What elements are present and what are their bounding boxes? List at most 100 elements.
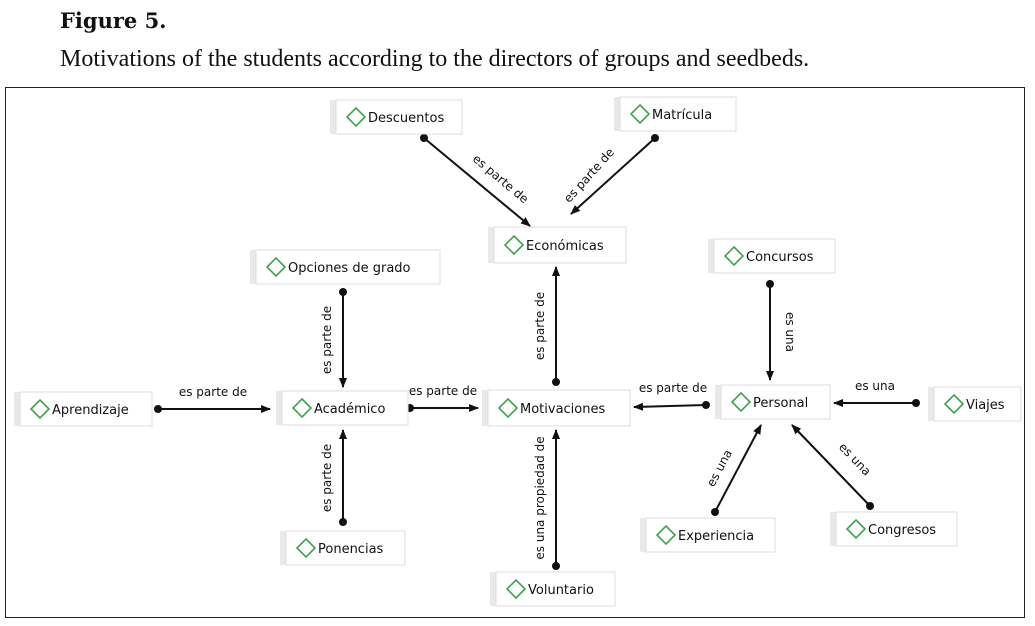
diamond-icon — [730, 391, 752, 413]
edge-start-dot — [912, 399, 920, 407]
edge-arrow — [714, 424, 762, 513]
edge-opciones-to-academico: es parte de — [320, 288, 347, 388]
edge-start-dot — [711, 508, 719, 516]
node-label: Viajes — [966, 398, 1005, 413]
node-concursos[interactable]: Concursos — [708, 238, 836, 274]
node-label: Opciones de grado — [288, 261, 411, 276]
node-box — [493, 226, 627, 264]
diamond-icon — [723, 245, 745, 267]
diamond-icon — [845, 518, 867, 540]
node-label: Económicas — [526, 239, 604, 254]
node-box — [495, 571, 616, 607]
edge-start-dot — [420, 134, 428, 142]
node-opciones[interactable]: Opciones de grado — [250, 249, 441, 285]
diagram-frame — [5, 87, 1025, 618]
node-academico[interactable]: Académico — [276, 390, 409, 426]
node-box — [645, 517, 776, 553]
node-economicas[interactable]: Económicas — [488, 226, 627, 264]
edge-label: es una propiedad de — [533, 436, 547, 559]
edge-start-dot — [651, 134, 659, 142]
edge-descuentos-to-economicas: es parte de — [420, 134, 531, 227]
node-box — [835, 511, 958, 547]
edge-start-dot — [154, 405, 162, 413]
figure-label: Figure 5. — [60, 8, 167, 33]
edge-experiencia-to-personal: es una — [704, 424, 762, 516]
edge-matricula-to-economicas: es parte de — [561, 134, 659, 215]
edge-label: es parte de — [470, 152, 531, 207]
node-motivaciones[interactable]: Motivaciones — [482, 389, 631, 427]
diamond-icon — [295, 537, 317, 559]
edge-label: es una — [836, 440, 874, 479]
edge-start-dot — [339, 288, 347, 296]
node-label: Experiencia — [678, 529, 754, 544]
node-box — [933, 386, 1022, 422]
edge-motivaciones-to-economicas: es parte de — [533, 266, 560, 386]
node-label: Voluntario — [528, 583, 594, 598]
node-congresos[interactable]: Congresos — [830, 511, 958, 547]
node-voluntario[interactable]: Voluntario — [490, 571, 616, 607]
edge-start-dot — [866, 502, 874, 510]
edge-label: es parte de — [179, 385, 247, 399]
edge-start-dot — [339, 518, 347, 526]
edge-aprendizaje-to-academico: es parte de — [154, 385, 271, 413]
diamond-icon — [943, 393, 965, 415]
node-box — [281, 390, 409, 426]
node-personal[interactable]: Personal — [715, 384, 831, 420]
figure-caption: Motivations of the students according to… — [60, 46, 810, 72]
edge-voluntario-to-motivaciones: es una propiedad de — [533, 429, 560, 570]
node-label: Descuentos — [368, 111, 444, 126]
node-matricula[interactable]: Matrícula — [614, 96, 737, 132]
node-box — [285, 530, 406, 566]
node-label: Concursos — [746, 250, 814, 265]
edge-ponencias-to-academico: es parte de — [320, 429, 347, 526]
edge-arrow — [423, 137, 531, 227]
node-label: Personal — [753, 396, 808, 411]
edge-arrow — [633, 402, 707, 411]
diamond-icon — [629, 103, 651, 125]
diamond-icon — [497, 397, 519, 419]
edge-viajes-to-personal: es una — [833, 379, 920, 407]
node-box — [487, 389, 631, 427]
node-box — [19, 391, 153, 427]
edge-personal-to-motivaciones: es parte de — [633, 381, 710, 411]
edge-label: es parte de — [533, 292, 547, 360]
edge-arrow — [791, 424, 871, 507]
edge-arrow — [570, 137, 656, 215]
diamond-icon — [503, 234, 525, 256]
edge-academico-to-motivaciones: es parte de — [406, 384, 479, 412]
edge-concursos-to-personal: es una — [766, 280, 797, 381]
edge-label: es parte de — [320, 306, 334, 374]
node-label: Ponencias — [318, 542, 384, 557]
node-experiencia[interactable]: Experiencia — [640, 517, 776, 553]
node-box — [255, 249, 441, 285]
node-label: Congresos — [868, 523, 936, 538]
edge-start-dot — [552, 562, 560, 570]
node-viajes[interactable]: Viajes — [928, 386, 1022, 422]
edge-label: es parte de — [639, 381, 707, 395]
diamond-icon — [345, 106, 367, 128]
edge-label: es parte de — [320, 444, 334, 512]
node-label: Académico — [314, 402, 385, 417]
diamond-icon — [505, 578, 527, 600]
edge-start-dot — [702, 401, 710, 409]
edge-congresos-to-personal: es una — [791, 424, 874, 510]
node-aprendizaje[interactable]: Aprendizaje — [14, 391, 153, 427]
node-label: Matrícula — [652, 108, 712, 123]
diamond-icon — [265, 256, 287, 278]
node-label: Motivaciones — [520, 402, 605, 417]
edge-start-dot — [766, 280, 774, 288]
node-label: Aprendizaje — [52, 403, 129, 418]
edge-label: es una — [783, 312, 797, 352]
diamond-icon — [655, 524, 677, 546]
node-box — [713, 238, 836, 274]
node-ponencias[interactable]: Ponencias — [280, 530, 406, 566]
node-box — [619, 96, 737, 132]
diamond-icon — [291, 397, 313, 419]
edge-label: es una — [855, 379, 895, 393]
edge-label: es parte de — [409, 384, 477, 398]
edge-start-dot — [552, 378, 560, 386]
diamond-icon — [29, 398, 51, 420]
node-box — [720, 384, 831, 420]
node-descuentos[interactable]: Descuentos — [330, 99, 463, 135]
